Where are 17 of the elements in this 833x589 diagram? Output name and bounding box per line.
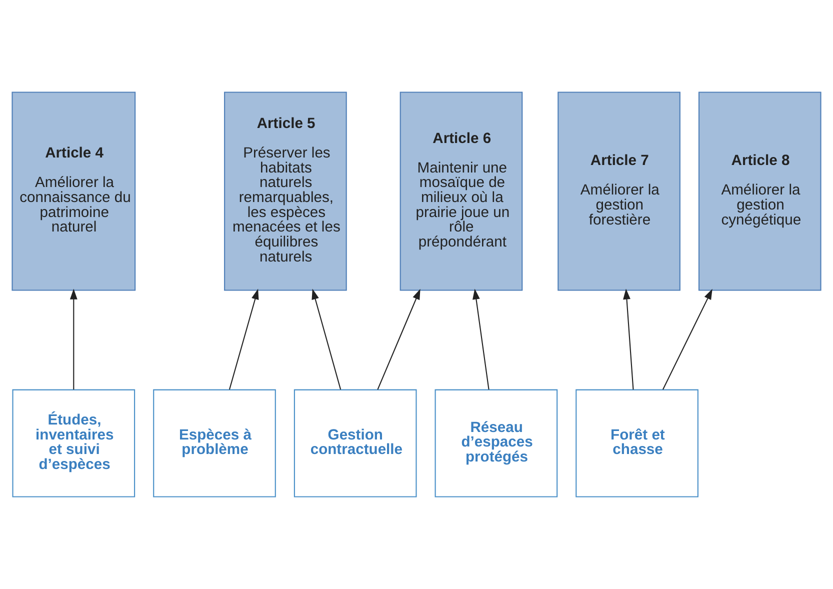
node-box: Réseau d’espaces protégés (434, 389, 558, 498)
arrow (312, 288, 342, 390)
node-box: Gestion contractuelle (294, 389, 417, 498)
node-box: Forêt et chasse (576, 389, 698, 498)
node-box: Article 8 Améliorer la gestion cynégétique (698, 92, 822, 291)
arrow (228, 288, 259, 390)
arrow (377, 288, 420, 390)
arrow (472, 288, 490, 390)
arrow (662, 288, 712, 390)
node-box: Article 4 Améliorer la connaissance du patrimoine naturel (12, 92, 136, 291)
node-box: Article 5 Préserver les habitats naturels remarquables, les espèces menacées et les équilibres naturels (224, 92, 347, 291)
arrow (623, 288, 634, 390)
node-box: Article 6 Maintenir une mosaïque de milieux où la prairie joue un rôle prépondérant (400, 92, 523, 291)
arrow (70, 288, 78, 390)
node-box: Espèces à problème (153, 389, 276, 498)
node-box: Études, inventaires et suivi d’espèces (12, 389, 136, 498)
node-box: Article 7 Améliorer la gestion forestière (558, 92, 680, 291)
